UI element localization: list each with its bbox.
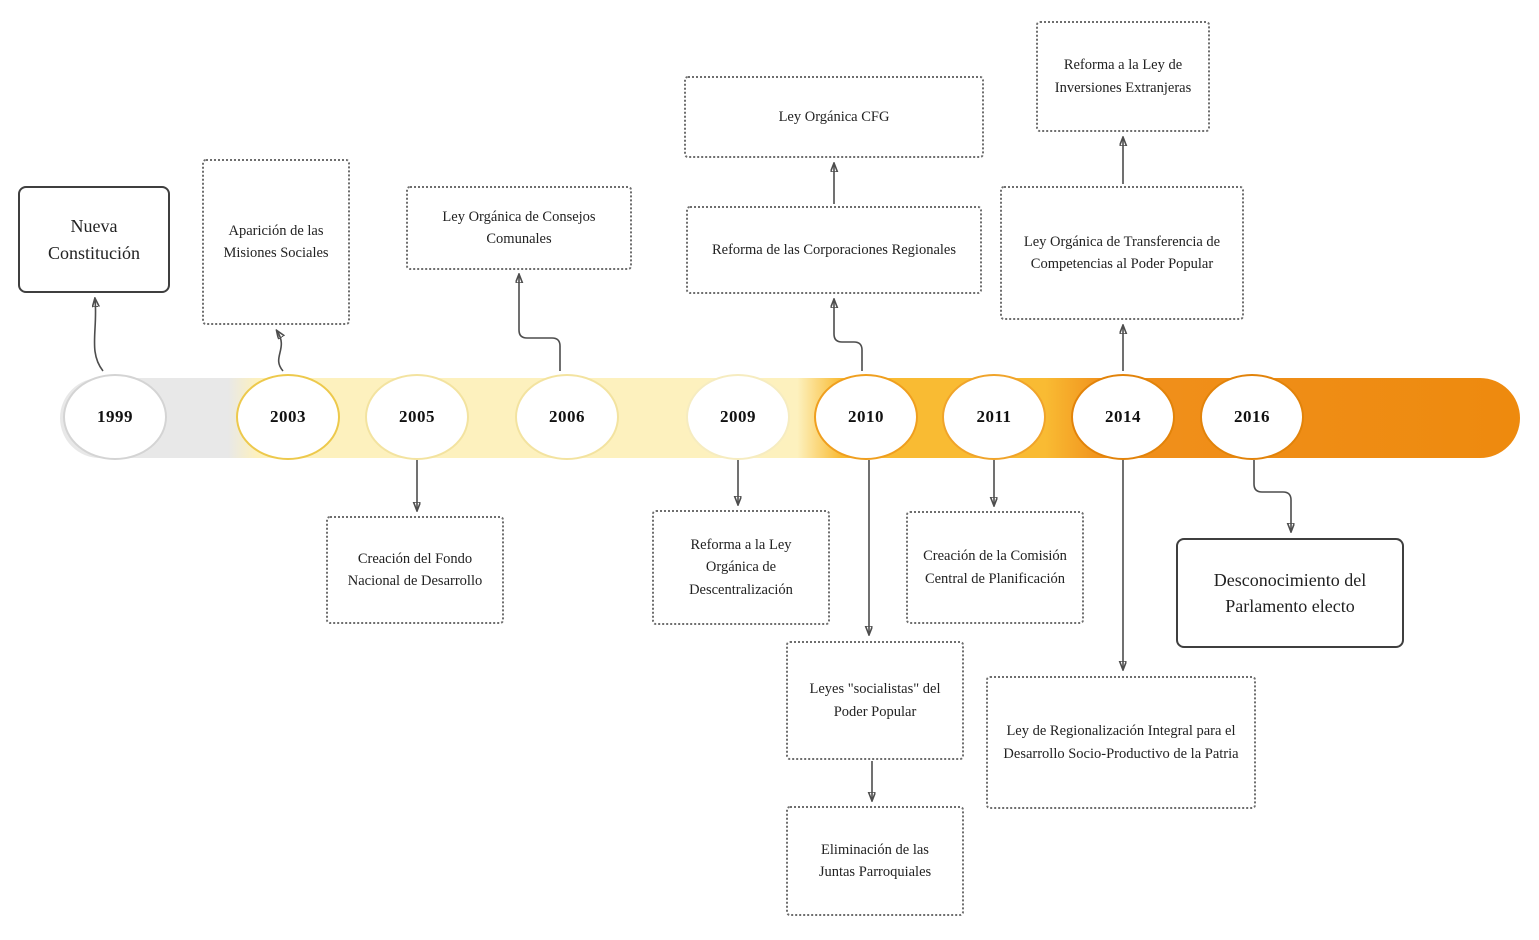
year-label: 2010 xyxy=(848,407,884,426)
event-label: Creación del Fondo Nacional de Desarroll… xyxy=(347,550,483,589)
event-box-fondo-nacional: Creación del Fondo Nacional de Desarroll… xyxy=(326,516,504,624)
year-label: 2006 xyxy=(549,407,585,426)
event-box-nueva-constitucion: Nueva Constitución xyxy=(18,186,170,293)
event-box-transferencia-competencias: Ley Orgánica de Transferencia de Compete… xyxy=(1000,186,1244,320)
event-box-descentralizacion: Reforma a la Ley Orgánica de Descentrali… xyxy=(652,510,830,625)
event-box-corporaciones-regionales: Reforma de las Corporaciones Regionales xyxy=(686,206,982,294)
arrow-1999-up xyxy=(94,299,104,372)
arrow-2016-down xyxy=(1253,460,1291,531)
year-label: 2009 xyxy=(720,407,756,426)
year-label: 2011 xyxy=(976,407,1012,426)
year-node-2014: 2014 xyxy=(1071,374,1175,460)
event-box-parlamento-electo: Desconocimiento del Parlamento electo xyxy=(1176,538,1404,648)
event-label: Ley de Regionalización Integral para el … xyxy=(1003,723,1239,762)
event-box-juntas-parroquiales: Eliminación de las Juntas Parroquiales xyxy=(786,806,964,916)
year-node-2009: 2009 xyxy=(686,374,790,460)
event-label: Ley Orgánica CFG xyxy=(778,108,890,125)
year-label: 1999 xyxy=(97,407,133,426)
year-node-2003: 2003 xyxy=(236,374,340,460)
event-label: Aparición de las Misiones Sociales xyxy=(223,222,329,261)
year-node-2011: 2011 xyxy=(942,374,1046,460)
event-label: Nueva Constitución xyxy=(47,216,140,263)
event-label: Desconocimiento del Parlamento electo xyxy=(1213,569,1367,616)
event-label: Ley Orgánica de Consejos Comunales xyxy=(442,208,596,247)
event-box-ley-cfg: Ley Orgánica CFG xyxy=(684,76,984,158)
year-node-2005: 2005 xyxy=(365,374,469,460)
event-box-inversiones-extranjeras: Reforma a la Ley de Inversiones Extranje… xyxy=(1036,21,1210,132)
year-node-2010: 2010 xyxy=(814,374,918,460)
arrow-2003-up xyxy=(277,331,283,372)
year-node-2006: 2006 xyxy=(515,374,619,460)
event-box-misiones-sociales: Aparición de las Misiones Sociales xyxy=(202,159,350,325)
year-label: 2003 xyxy=(270,407,306,426)
event-label: Reforma a la Ley Orgánica de Descentrali… xyxy=(689,536,793,598)
event-label: Reforma a la Ley de Inversiones Extranje… xyxy=(1054,57,1192,96)
year-label: 2016 xyxy=(1234,407,1270,426)
year-label: 2005 xyxy=(399,407,435,426)
year-node-1999: 1999 xyxy=(63,374,167,460)
event-label: Ley Orgánica de Transferencia de Compete… xyxy=(1023,233,1221,272)
event-box-comision-planificacion: Creación de la Comisión Central de Plani… xyxy=(906,511,1084,624)
year-label: 2014 xyxy=(1105,407,1141,426)
year-node-2016: 2016 xyxy=(1200,374,1304,460)
event-label: Reforma de las Corporaciones Regionales xyxy=(711,241,956,258)
event-box-leyes-socialistas: Leyes "socialistas" del Poder Popular xyxy=(786,641,964,760)
arrow-2006-up xyxy=(519,275,561,371)
event-label: Creación de la Comisión Central de Plani… xyxy=(923,548,1067,587)
event-label: Leyes "socialistas" del Poder Popular xyxy=(809,681,941,720)
arrow-2010-up xyxy=(834,300,863,371)
event-label: Eliminación de las Juntas Parroquiales xyxy=(818,841,932,880)
event-box-consejos-comunales: Ley Orgánica de Consejos Comunales xyxy=(406,186,632,270)
event-box-regionalizacion: Ley de Regionalización Integral para el … xyxy=(986,676,1256,809)
